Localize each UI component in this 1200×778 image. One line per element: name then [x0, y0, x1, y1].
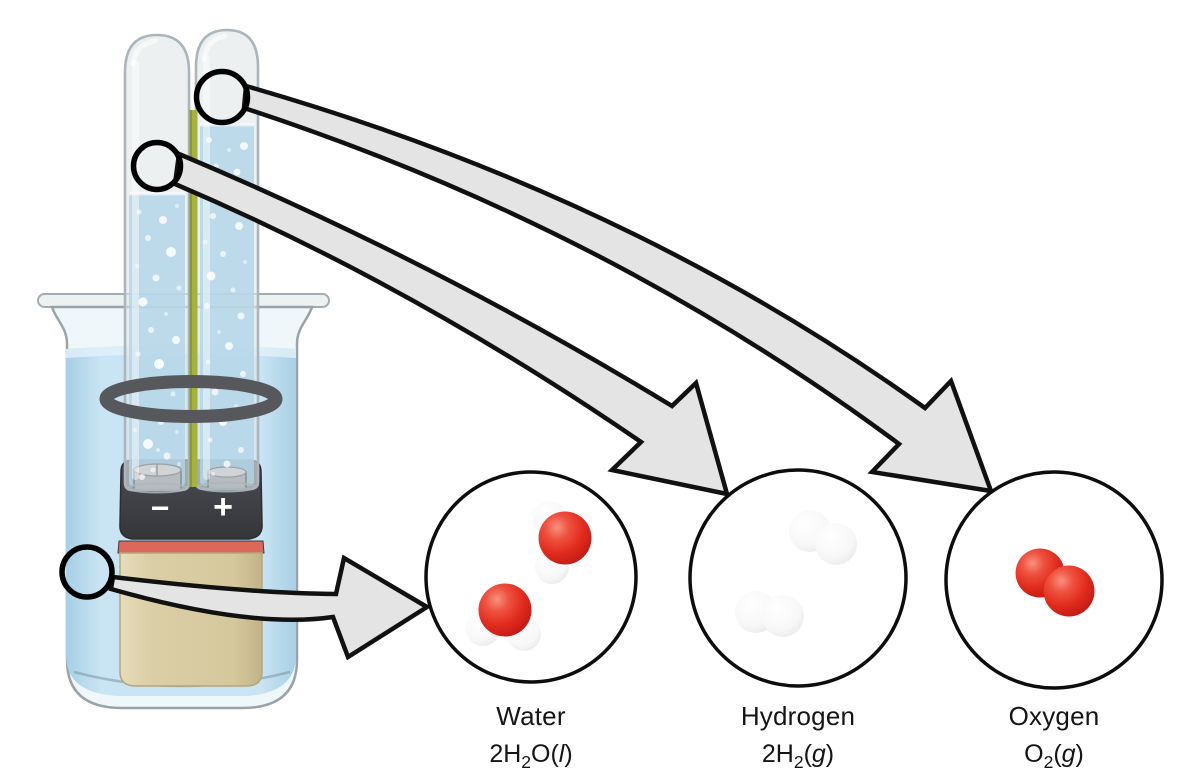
- tube-right-highlight: [203, 55, 210, 480]
- battery-negative-label: −: [151, 490, 170, 526]
- oxygen-atom: [478, 583, 532, 637]
- callout-arrows: [108, 83, 995, 661]
- arrow-to-hydrogen: [172, 150, 731, 497]
- callout-circle-hydrogen-gas: [130, 139, 184, 193]
- battery: − +: [117, 459, 265, 687]
- hydrogen-molecule-1: [789, 510, 857, 565]
- battery-stripe: [117, 540, 265, 554]
- hydrogen-label: Hydrogen: [740, 701, 856, 731]
- arrow-to-water: [108, 554, 432, 661]
- oxygen-molecule: [1015, 548, 1095, 617]
- water-circle: [424, 470, 638, 684]
- battery-body: [119, 552, 263, 687]
- tube-left-water-surface: [129, 192, 185, 196]
- molecule-view-hydrogen: [688, 468, 908, 688]
- battery-positive-label: +: [213, 488, 233, 526]
- tube-left-cap-highlight: [130, 38, 158, 67]
- ring-clamp: [99, 375, 283, 423]
- oxygen-label: Oxygen: [1008, 701, 1100, 731]
- water-label: Water: [496, 701, 566, 731]
- callout-circle-oxygen-gas: [193, 68, 251, 126]
- tube-left-open-end: [127, 482, 187, 494]
- hydrogen-formula: 2H2(g): [761, 740, 835, 772]
- tube-right-open-end: [198, 481, 256, 493]
- oxygen-atom: [538, 511, 592, 565]
- callout-circles: [59, 68, 251, 600]
- water-formula: 2H2O(l): [489, 740, 573, 772]
- molecule-view-oxygen: [944, 470, 1164, 690]
- callout-circle-water-liquid: [59, 544, 115, 600]
- tube-right-cap-highlight: [201, 33, 228, 62]
- arrow-to-oxygen: [241, 83, 995, 494]
- oxygen-formula: O2(g): [1024, 740, 1084, 772]
- hydrogen-molecule-2: [735, 591, 804, 637]
- molecule-view-water: [424, 470, 638, 684]
- hydrogen-circle: [688, 468, 908, 688]
- water-molecule-2: [466, 583, 541, 651]
- electrode-strip: [189, 110, 198, 487]
- water-molecule-1: [533, 501, 592, 584]
- oxygen-atom: [1043, 565, 1095, 617]
- hydrogen-atom: [762, 595, 804, 637]
- hydrogen-atom: [815, 523, 857, 565]
